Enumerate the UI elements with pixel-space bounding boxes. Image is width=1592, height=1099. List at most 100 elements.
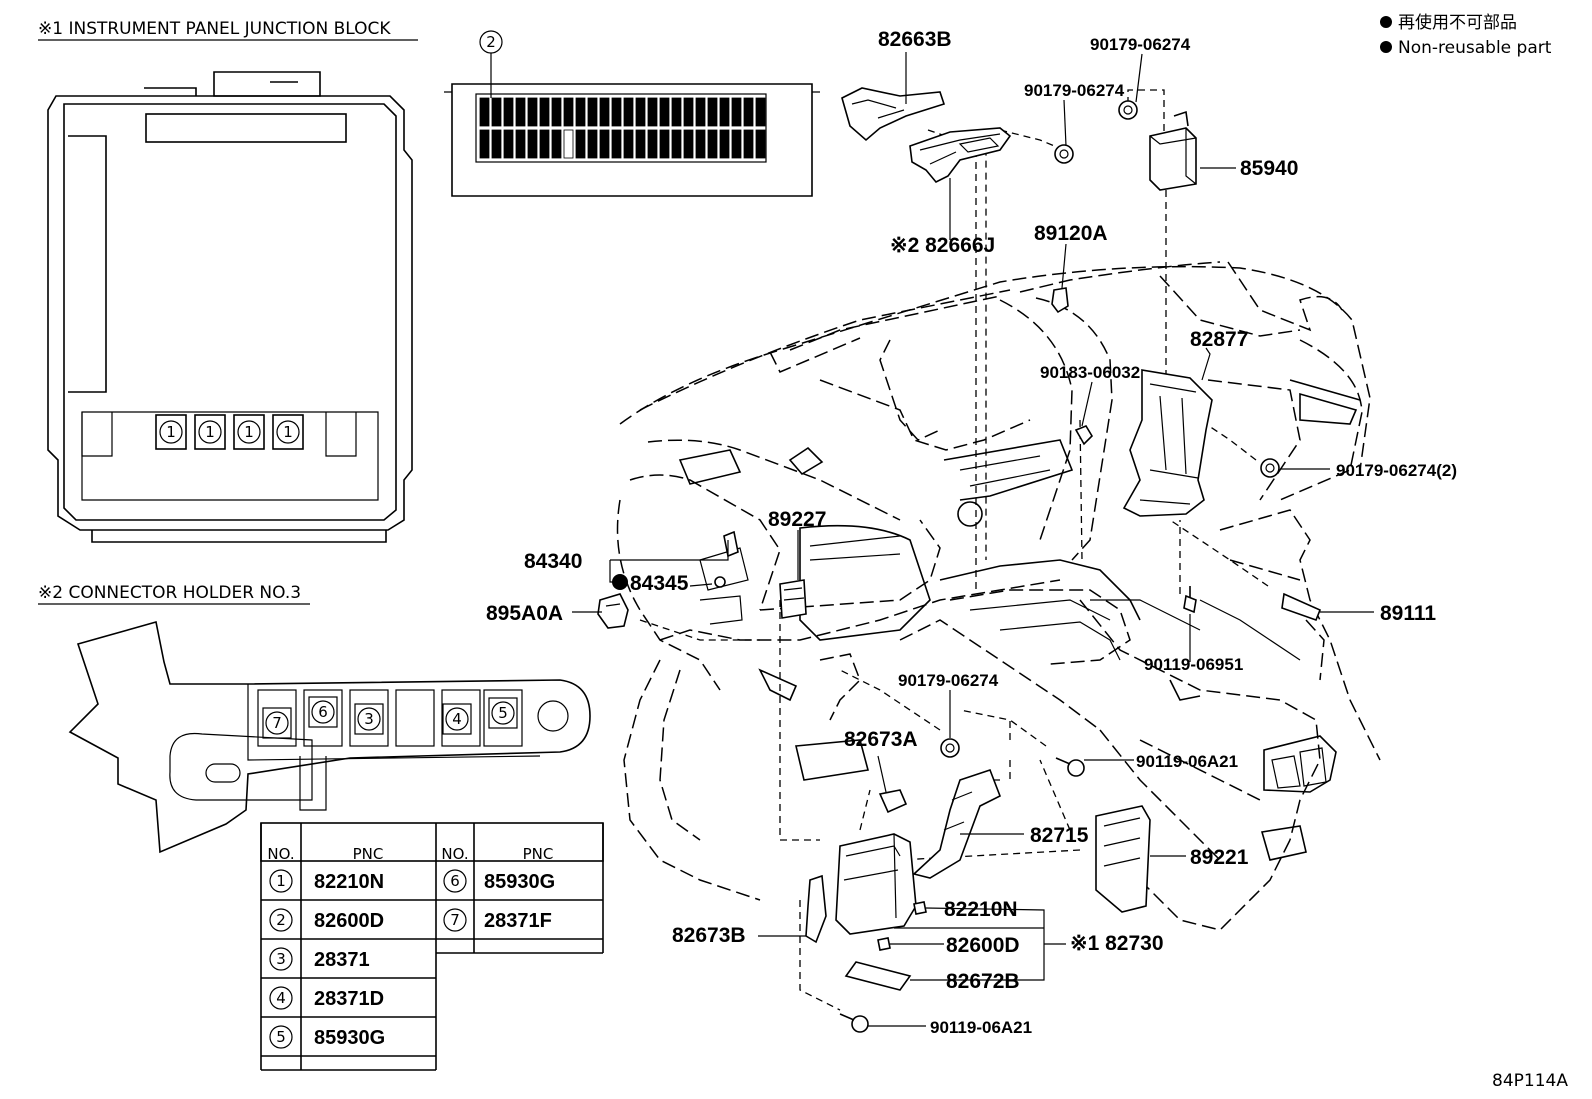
row-pnc: 82210N (314, 871, 384, 893)
fuse-block-drawing (444, 83, 820, 197)
row-number-circle (269, 908, 293, 932)
legend-jp: 再使用不可部品 (1398, 12, 1517, 33)
holder-marker: 7 (272, 714, 282, 732)
junction-marker-group: 1 1 1 1 (155, 414, 304, 450)
fuse-slot (563, 97, 574, 127)
fuse-slot (611, 97, 622, 127)
holder-marker: 5 (498, 704, 508, 722)
module-89227 (779, 579, 807, 619)
sensor-895a0a (597, 593, 629, 629)
drawing-id: 84P114A (1492, 1071, 1568, 1091)
fuse-slot (563, 129, 574, 159)
row-pnc: 28371 (314, 949, 370, 971)
part-label-82877: 82877 (1190, 328, 1248, 351)
row-number: 2 (276, 911, 286, 929)
instrument-panel-drawing (616, 261, 1381, 931)
holder-marker-group: 7 6 3 4 5 (262, 696, 518, 739)
part-label-85940: 85940 (1240, 157, 1298, 180)
fuse-slot (659, 97, 670, 127)
junction-block-82730 (835, 833, 917, 935)
table-header-pnc: PNC (523, 845, 554, 863)
fuse-slot (647, 97, 658, 127)
non-reusable-bullet-icon (1380, 16, 1392, 28)
bolt-90119-a (1183, 586, 1197, 614)
junction-marker: 1 (205, 423, 215, 441)
part-label-89120a: 89120A (1034, 222, 1108, 245)
fuse-slot (479, 97, 490, 127)
module-89221 (1095, 805, 1151, 913)
label-leaders (572, 52, 1374, 1027)
fuse-slot (515, 129, 526, 159)
fuse-slot (479, 129, 490, 159)
part-label-82600d: 82600D (946, 934, 1020, 957)
fuse-slot (539, 129, 550, 159)
fuse-slot (575, 97, 586, 127)
nut-90179-c (1260, 458, 1280, 478)
table-header-pnc: PNC (353, 845, 384, 863)
row-number-circle (269, 986, 293, 1010)
fuse-slot (503, 129, 514, 159)
fuse-slot (491, 129, 502, 159)
fuse-slot (719, 97, 730, 127)
part-label-90179-06274: 90179-06274 (1090, 35, 1191, 54)
cover-82672b (844, 961, 912, 991)
fuse-slot (743, 129, 754, 159)
row-pnc: 82600D (314, 910, 384, 932)
fuse-slot (575, 129, 586, 159)
fuse-slot (611, 129, 622, 159)
fuse-slot (503, 97, 514, 127)
connector-holder-drawing (68, 620, 591, 854)
row-number: 1 (276, 872, 286, 890)
row-pnc: 85930G (484, 871, 555, 893)
part-label-895a0a: 895A0A (486, 602, 563, 625)
row-number: 7 (450, 911, 460, 929)
fuse-slot (515, 97, 526, 127)
holder-marker: 6 (318, 703, 328, 721)
fuse-slot (755, 97, 766, 127)
part-label-90179-06274: 90179-06274 (1024, 81, 1125, 100)
fuse-slot (647, 129, 658, 159)
part-label-89111: 89111 (1380, 602, 1436, 625)
non-reusable-bullet-icon (1380, 41, 1392, 53)
junction-block-drawing (47, 71, 413, 543)
fuse-slot (731, 129, 742, 159)
junction-marker: 1 (283, 423, 293, 441)
fuse-slot (707, 97, 718, 127)
fuse-slot (731, 97, 742, 127)
fuse-slot (623, 129, 634, 159)
fuse-slot (755, 129, 766, 159)
row-number: 5 (276, 1028, 286, 1046)
fuse-slot (635, 129, 646, 159)
nut-90179-b (1054, 144, 1074, 164)
row-number-circle (269, 947, 293, 971)
fuse-82210n (913, 901, 927, 915)
fuse-slot (599, 97, 610, 127)
part-label-89221: 89221 (1190, 846, 1249, 869)
junction-block-caption: ※1 INSTRUMENT PANEL JUNCTION BLOCK (38, 19, 391, 39)
fuse-slot (623, 97, 634, 127)
fuse-slot (587, 97, 598, 127)
row-number-circle (269, 869, 293, 893)
part-label-82673a: 82673A (844, 728, 918, 751)
fuse-slot (587, 129, 598, 159)
part-label-90119-06a21: 90119-06A21 (1136, 752, 1238, 771)
row-number: 4 (276, 989, 286, 1007)
legend-en: Non-reusable part (1398, 38, 1552, 58)
fuse-slot (659, 129, 670, 159)
fuse-slot (695, 129, 706, 159)
row-number: 6 (450, 872, 460, 890)
fuse-callout-number: 2 (486, 33, 496, 51)
bracket-82877 (1122, 369, 1213, 517)
fuse-slot (695, 97, 706, 127)
fuse-slot (491, 97, 502, 127)
module-89111 (1281, 592, 1322, 622)
fuse-slot (743, 97, 754, 127)
fuse-slot (527, 129, 538, 159)
bracket-82673a (878, 789, 908, 814)
bracket-82715 (912, 768, 1002, 879)
part-label-82666j: ※2 82666J (890, 234, 995, 257)
row-pnc: 85930G (314, 1027, 385, 1049)
fuse-slot (671, 97, 682, 127)
part-label-90119-06951: 90119-06951 (1144, 655, 1243, 674)
